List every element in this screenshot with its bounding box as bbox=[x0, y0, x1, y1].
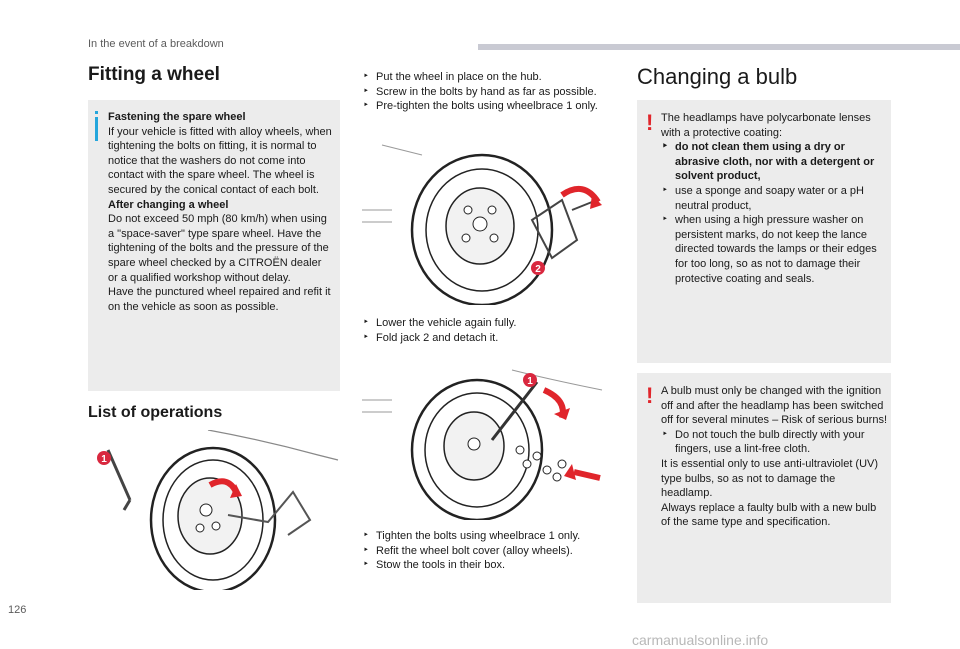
callout-2 bbox=[531, 261, 545, 275]
steps-group-2: Lower the vehicle again fully. Fold jack… bbox=[362, 316, 622, 345]
wheel-illustration-3: 1 bbox=[362, 369, 603, 520]
step-item: Pre-tighten the bolts using wheelbrace 1… bbox=[362, 99, 622, 114]
info-icon-bar bbox=[95, 117, 98, 141]
warning-icon: ! bbox=[646, 383, 654, 408]
watermark: carmanualsonline.info bbox=[632, 632, 769, 648]
warning-paragraph-1: A bulb must only be changed with the ign… bbox=[661, 385, 888, 427]
warning-paragraph-3: Always replace a faulty bulb with a new … bbox=[661, 501, 877, 529]
warning-item: when using a high pressure washer on per… bbox=[661, 213, 887, 286]
wheel-illustration-2: 2 bbox=[362, 144, 602, 305]
warning-item: Do not touch the bulb directly with your… bbox=[661, 428, 887, 457]
step-item: Put the wheel in place on the hub. bbox=[362, 70, 622, 85]
step-item: Refit the wheel bolt cover (alloy wheels… bbox=[362, 544, 622, 559]
wheel-illustration-1: 1 bbox=[97, 430, 339, 590]
warning-paragraph-2: It is essential only to use anti-ultravi… bbox=[661, 457, 879, 500]
step-item: Screw in the bolts by hand as far as pos… bbox=[362, 85, 622, 100]
warning-intro: The headlamps have polycarbonate lenses … bbox=[661, 112, 871, 139]
info-title-after: After changing a wheel bbox=[108, 198, 229, 211]
callout-1-b-label: 1 bbox=[527, 376, 533, 387]
info-paragraph-1: If your vehicle is fitted with alloy whe… bbox=[108, 125, 332, 196]
warning-item: use a sponge and soapy water or a pH neu… bbox=[661, 184, 887, 213]
info-box: Fastening the spare wheel If your vehicl… bbox=[88, 100, 340, 391]
steps-group-1: Put the wheel in place on the hub. Screw… bbox=[362, 70, 622, 114]
info-title-spare: Fastening the spare wheel bbox=[108, 111, 246, 123]
section-header: In the event of a breakdown bbox=[88, 38, 224, 50]
header-bar bbox=[478, 44, 960, 50]
warning-box-headlamps: ! The headlamps have polycarbonate lense… bbox=[637, 100, 891, 363]
callout-2-label: 2 bbox=[535, 264, 541, 275]
info-icon bbox=[95, 111, 98, 114]
info-paragraph-2: Do not exceed 50 mph (80 km/h) when usin… bbox=[108, 213, 329, 284]
step-item: Lower the vehicle again fully. bbox=[362, 316, 622, 331]
callout-1-b bbox=[523, 373, 537, 387]
step-item: Tighten the bolts using wheelbrace 1 onl… bbox=[362, 529, 622, 544]
warning-box-bulb: ! A bulb must only be changed with the i… bbox=[637, 373, 891, 603]
list-title: List of operations bbox=[88, 404, 223, 421]
info-paragraph-3: Have the punctured wheel repaired and re… bbox=[108, 286, 331, 313]
step-item: Stow the tools in their box. bbox=[362, 558, 622, 573]
warning-item: do not clean them using a dry or abrasiv… bbox=[661, 140, 887, 184]
bulb-title: Changing a bulb bbox=[637, 64, 798, 89]
page-number: 126 bbox=[8, 604, 27, 616]
callout-1-a-label: 1 bbox=[101, 454, 107, 465]
step-item: Fold jack 2 and detach it. bbox=[362, 331, 622, 346]
fitting-title: Fitting a wheel bbox=[88, 64, 220, 85]
callout-1-a bbox=[97, 451, 111, 465]
steps-group-3: Tighten the bolts using wheelbrace 1 onl… bbox=[362, 529, 622, 573]
warning-icon: ! bbox=[646, 110, 654, 135]
